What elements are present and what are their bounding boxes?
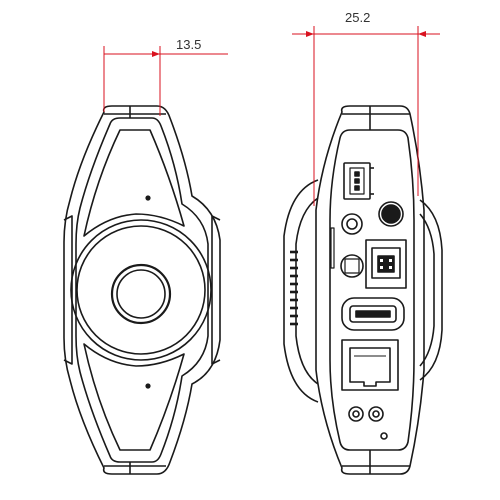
front-upper-wing (83, 129, 185, 237)
side-rear-bulge (283, 179, 319, 403)
usb-port-opening (349, 305, 397, 323)
front-body-outline (63, 105, 221, 475)
three-pin-connector (343, 162, 371, 200)
usb-tongue (355, 310, 391, 318)
front-view (63, 105, 221, 475)
three-pin-connector-inner (349, 167, 365, 195)
front-lens-inner (116, 269, 166, 319)
ethernet-port-opening (349, 347, 391, 387)
side-right-flange-inner (419, 213, 435, 367)
front-body-inner-contour (75, 117, 209, 463)
screw-hole (380, 432, 388, 440)
dc-power-jack (340, 254, 364, 278)
front-lower-wing (83, 343, 185, 451)
round-button (378, 201, 404, 227)
dimension-side: 25.2 (292, 10, 440, 206)
connector-pin-2 (354, 178, 360, 184)
card-slot (330, 227, 335, 269)
led-left (348, 406, 364, 422)
mini-din-pin-3 (380, 266, 383, 269)
side-right-flange (419, 199, 443, 381)
ethernet-port (341, 339, 399, 391)
led-right-inner (372, 410, 380, 418)
front-bottom-indicator-dot (145, 383, 151, 389)
side-rear-bulge-inner (295, 197, 319, 385)
front-right-flange (211, 215, 221, 365)
side-width-label: 25.2 (345, 10, 370, 25)
front-left-flange (63, 215, 73, 365)
front-disc-ring (76, 225, 206, 355)
usb-port (341, 297, 405, 331)
side-view (283, 105, 443, 475)
front-outer-disc (70, 219, 212, 361)
audio-jack-hole (346, 218, 358, 230)
mini-din-socket (365, 239, 407, 289)
mini-din-socket-inner (371, 247, 401, 279)
mini-din-pin-4 (389, 266, 392, 269)
front-lens-button (110, 263, 172, 325)
side-grip-ribs (290, 250, 298, 326)
dc-power-jack-body (344, 258, 360, 274)
round-button-cap (381, 204, 401, 224)
led-left-inner (352, 410, 360, 418)
front-width-label: 13.5 (176, 37, 201, 52)
mini-din-pin-1 (380, 259, 383, 262)
led-right (368, 406, 384, 422)
audio-jack (341, 213, 363, 235)
mini-din-pin-2 (389, 259, 392, 262)
connector-pin-1 (354, 171, 360, 177)
connector-pin-3 (354, 185, 360, 191)
dimension-front: 13.5 (103, 37, 228, 116)
mini-din-pins (377, 255, 395, 273)
side-panel (329, 129, 415, 451)
front-top-indicator-dot (145, 195, 151, 201)
